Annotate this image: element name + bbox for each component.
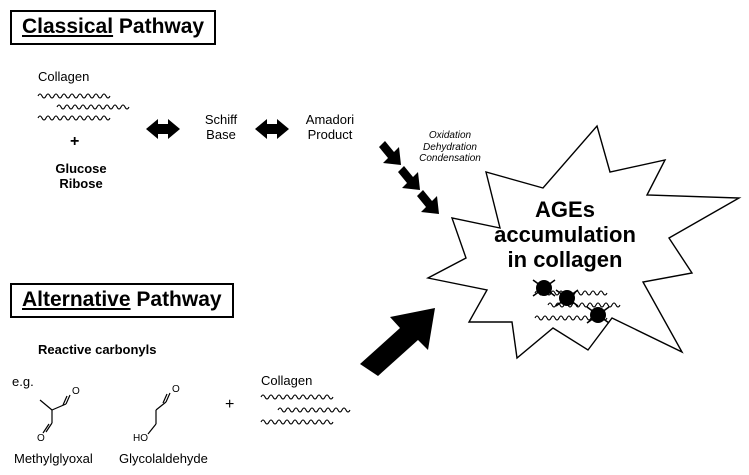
amadori-line-2: Product xyxy=(307,126,353,142)
small-arrows xyxy=(379,141,439,214)
methylglyoxal-o-top: O xyxy=(72,386,80,397)
glycolaldehyde-structure xyxy=(147,392,171,435)
age-clusters xyxy=(532,279,610,324)
classical-rest: Pathway xyxy=(113,15,205,38)
ages-line-1: AGEs xyxy=(535,197,595,222)
alternative-pathway-title: Alternative Pathway xyxy=(10,283,234,318)
glycolaldehyde-ho: HO xyxy=(133,433,148,444)
methylglyoxal-label: Methylglyoxal xyxy=(14,451,93,466)
ages-label: AGEs accumulation in collagen xyxy=(475,197,655,273)
collagen-label-top: Collagen xyxy=(38,69,90,84)
reactive-carbonyls-label: Reactive carbonyls xyxy=(38,342,157,357)
amadori-line-1: Amadori xyxy=(305,112,355,127)
schiff-line-1: Schiff xyxy=(204,112,238,127)
double-arrow-2 xyxy=(255,119,289,139)
sugars-label: Glucose Ribose xyxy=(46,161,116,192)
classical-underlined: Classical xyxy=(22,15,114,38)
process-dehydration: Dehydration xyxy=(423,141,477,153)
methylglyoxal-o-bottom: O xyxy=(37,433,45,444)
classical-pathway-title: Classical Pathway xyxy=(10,10,217,45)
schiff-base-label: Schiff Base xyxy=(195,112,247,143)
collagen-fibers-top xyxy=(37,93,130,121)
big-arrow xyxy=(360,308,435,376)
glycolaldehyde-o: O xyxy=(172,384,180,395)
sugar-ribose: Ribose xyxy=(59,175,103,191)
process-labels: Oxidation Dehydration Condensation xyxy=(408,130,492,165)
glycolaldehyde-label: Glycolaldehyde xyxy=(119,451,208,466)
sugar-glucose: Glucose xyxy=(55,161,107,176)
schiff-line-2: Base xyxy=(206,126,236,142)
plus-sign-top: + xyxy=(70,133,80,150)
methylglyoxal-structure xyxy=(39,394,71,434)
alternative-underlined: Alternative xyxy=(22,288,131,311)
ages-line-2: accumulation xyxy=(494,221,636,247)
process-condensation: Condensation xyxy=(419,153,481,164)
alternative-rest: Pathway xyxy=(130,288,222,311)
collagen-fibers-bottom xyxy=(260,394,351,425)
process-oxidation: Oxidation xyxy=(428,130,472,141)
collagen-label-bottom: Collagen xyxy=(261,373,313,388)
eg-label: e.g. xyxy=(12,374,34,389)
amadori-product-label: Amadori Product xyxy=(298,112,362,143)
ages-line-3: in collagen xyxy=(507,246,623,272)
double-arrow-1 xyxy=(146,119,180,139)
plus-sign-bottom: + xyxy=(225,396,235,413)
ages-starburst xyxy=(425,124,742,360)
